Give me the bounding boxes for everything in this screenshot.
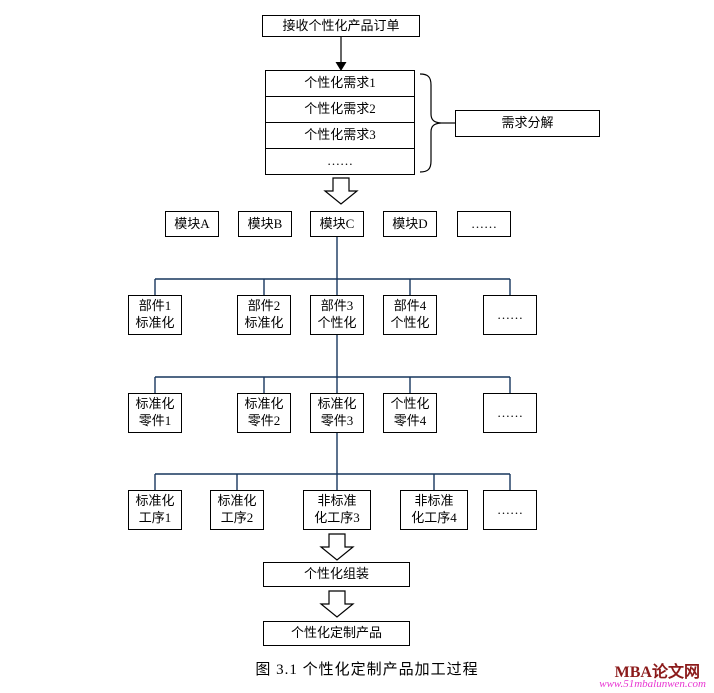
requirement-row-ellipsis: …… (265, 148, 415, 175)
product-box: 个性化定制产品 (263, 621, 410, 646)
process-box-4: 非标准 化工序4 (400, 490, 468, 530)
decompose-box: 需求分解 (455, 110, 600, 137)
part-box-4: 个性化 零件4 (383, 393, 437, 433)
block-arrow-down-icon (323, 177, 359, 205)
module-box-b: 模块B (238, 211, 292, 237)
component-box-3: 部件3 个性化 (310, 295, 364, 335)
module-box-c: 模块C (310, 211, 364, 237)
figure-caption: 图 3.1 个性化定制产品加工过程 (255, 662, 479, 678)
watermark-url: www.51mbalunwen.com (599, 678, 706, 690)
arrow-head-icon (335, 62, 347, 71)
part-box-2: 标准化 零件2 (237, 393, 291, 433)
module-box-ellipsis: …… (457, 211, 511, 237)
requirement-row-3: 个性化需求3 (265, 122, 415, 149)
watermark-site-name: MBA论文网 (614, 664, 700, 681)
assembly-box: 个性化组装 (263, 562, 410, 587)
component-box-ellipsis: …… (483, 295, 537, 335)
requirement-row-1: 个性化需求1 (265, 70, 415, 97)
module-box-d: 模块D (383, 211, 437, 237)
part-box-1: 标准化 零件1 (128, 393, 182, 433)
block-arrow-down-icon (319, 590, 355, 618)
brace-icon (419, 73, 442, 173)
order-box: 接收个性化产品订单 (262, 15, 420, 37)
process-box-ellipsis: …… (483, 490, 537, 530)
requirement-row-2: 个性化需求2 (265, 96, 415, 123)
block-arrow-down-icon (319, 533, 355, 561)
part-box-3: 标准化 零件3 (310, 393, 364, 433)
component-box-1: 部件1 标准化 (128, 295, 182, 335)
process-box-3: 非标准 化工序3 (303, 490, 371, 530)
module-box-a: 模块A (165, 211, 219, 237)
process-box-2: 标准化 工序2 (210, 490, 264, 530)
component-box-2: 部件2 标准化 (237, 295, 291, 335)
component-box-4: 部件4 个性化 (383, 295, 437, 335)
part-box-ellipsis: …… (483, 393, 537, 433)
process-box-1: 标准化 工序1 (128, 490, 182, 530)
